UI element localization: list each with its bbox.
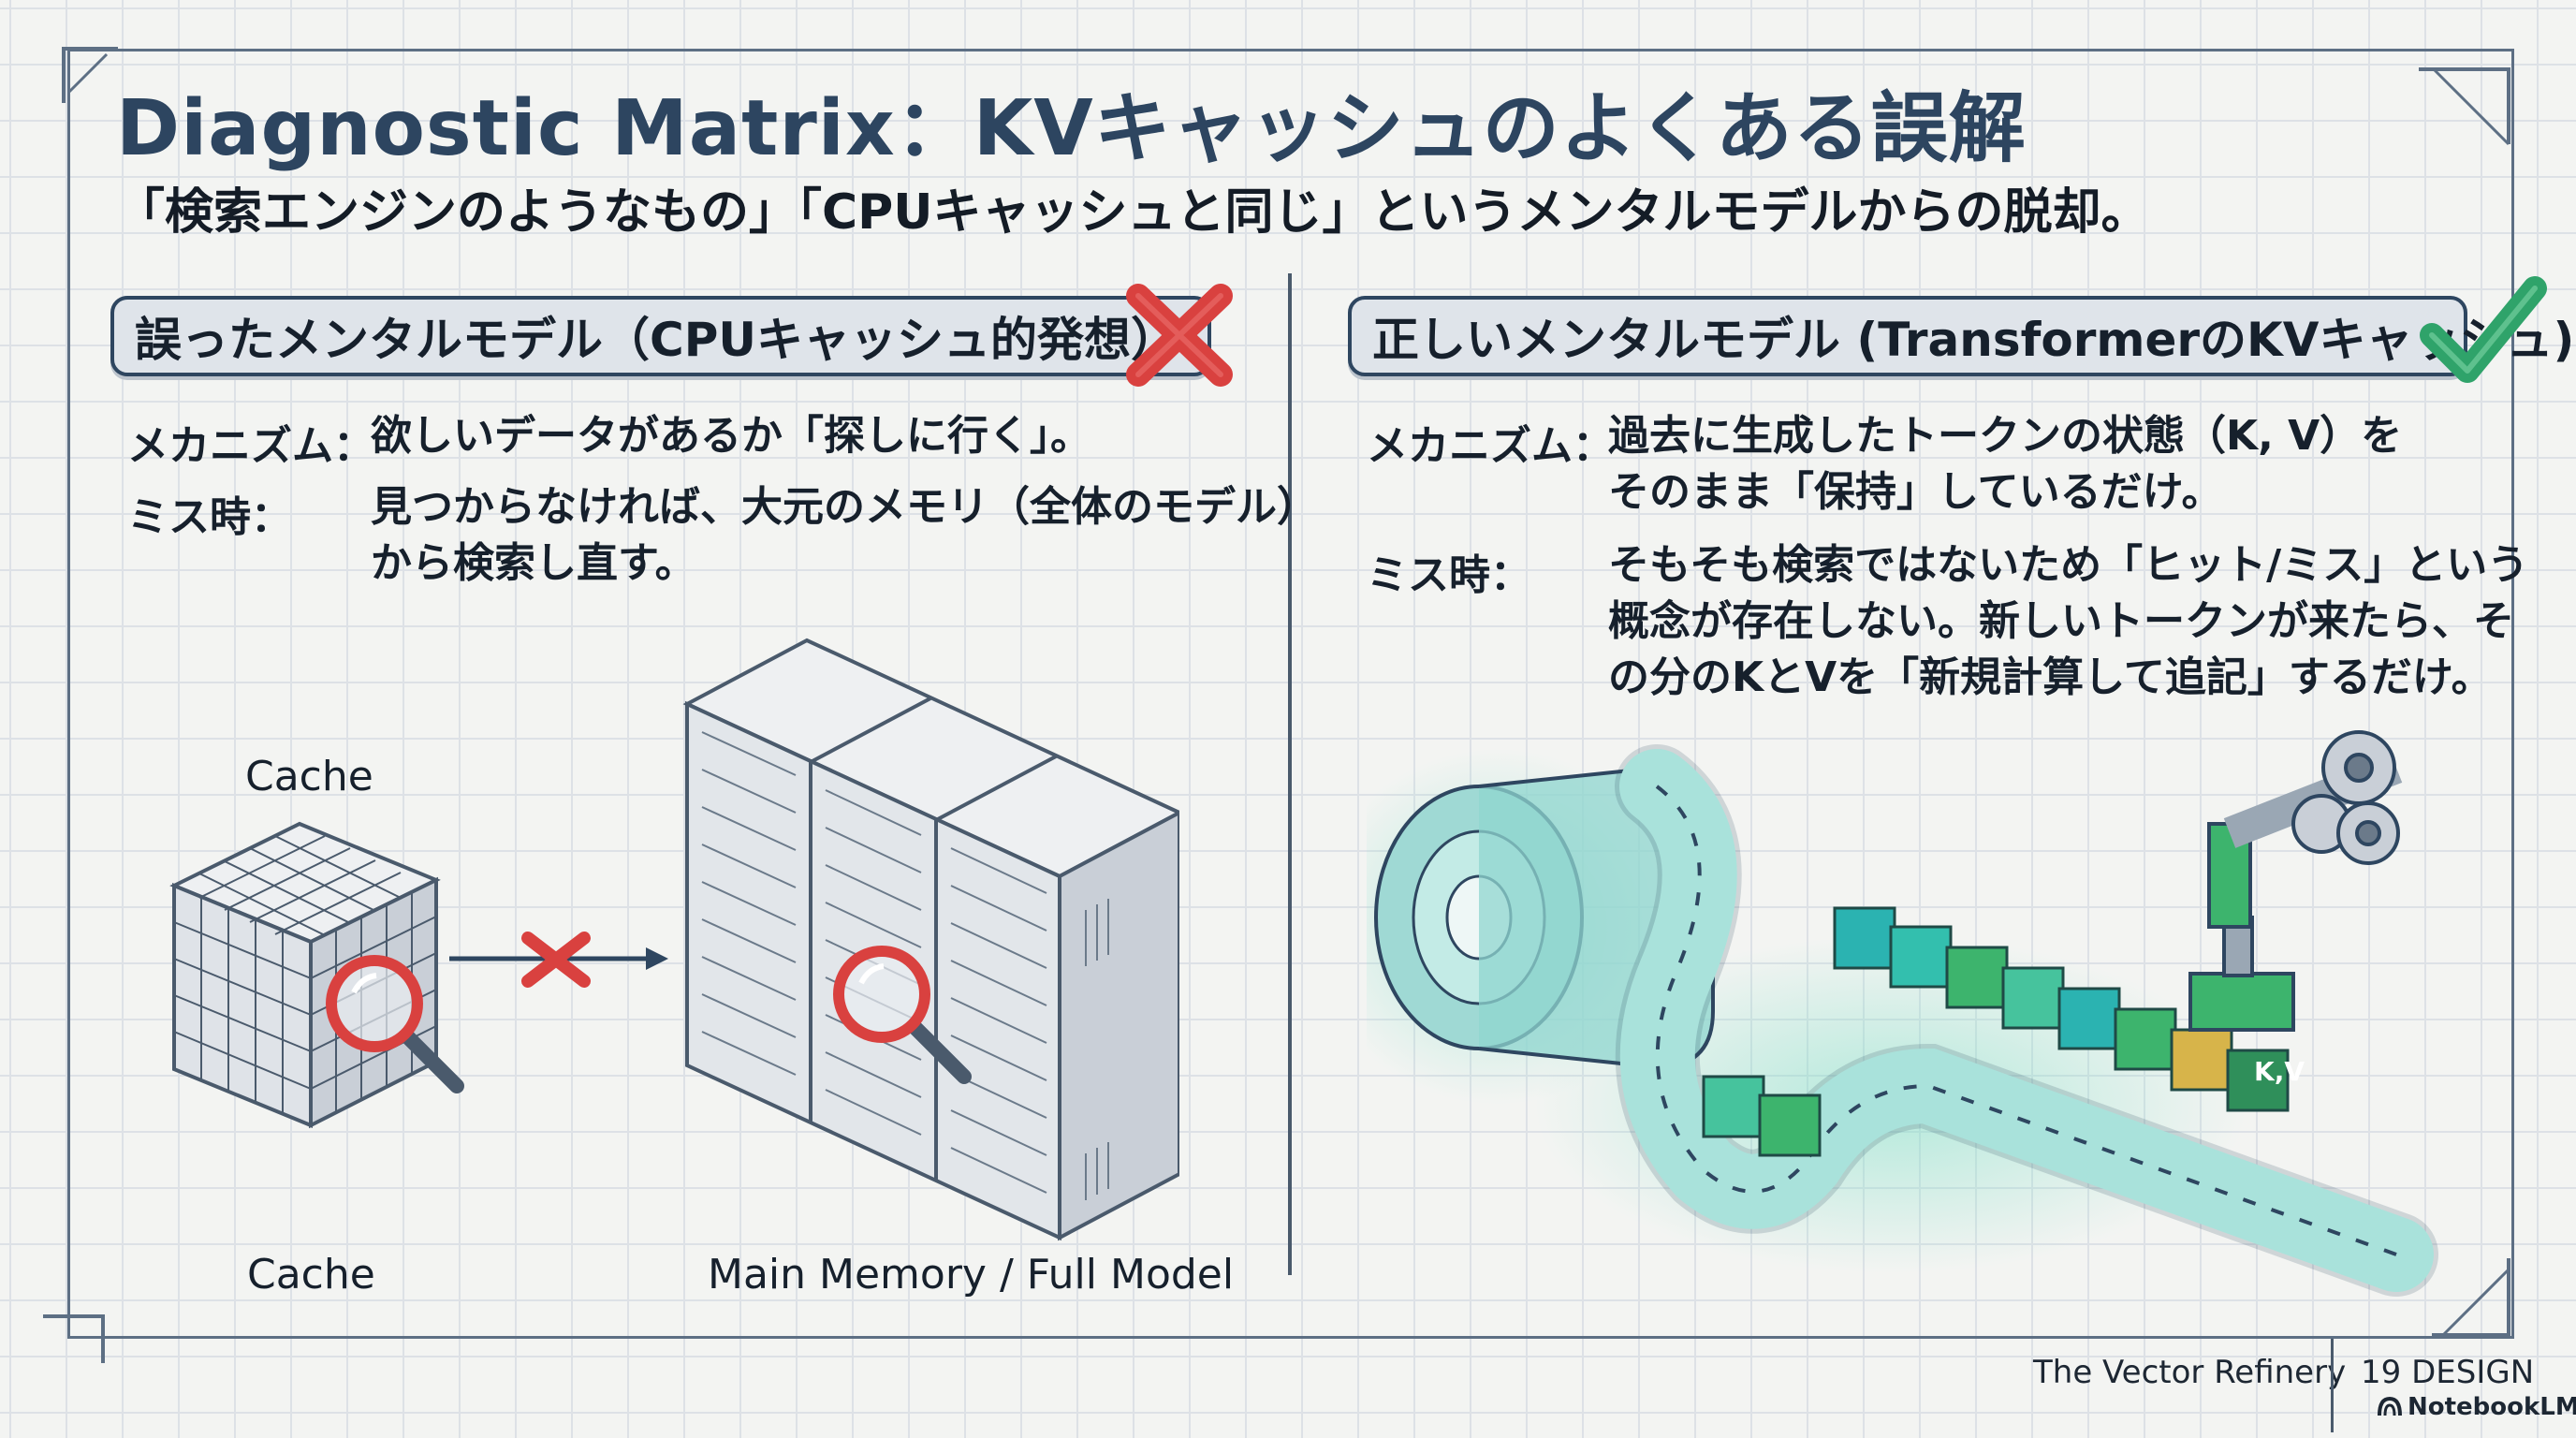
correct-model-banner: 正しいメンタルモデル (TransformerのKVキャッシュ) xyxy=(1348,296,2574,376)
right-miss-line-2: 概念が存在しない。新しいトークンが来たら、そ xyxy=(1608,597,2514,645)
footer-divider xyxy=(2331,1339,2334,1432)
left-miss-line-2: から検索し直す。 xyxy=(371,539,696,587)
column-divider xyxy=(1288,273,1292,1275)
blocked-arrow xyxy=(446,0,680,75)
corner-bracket-top-right xyxy=(2419,67,2510,146)
slide-frame xyxy=(67,49,2514,1339)
wrong-model-banner: 誤ったメンタルモデル（CPUキャッシュ的発想） xyxy=(110,296,1211,376)
magnifier-icon xyxy=(326,955,464,1093)
film-reel-conveyor-illustration xyxy=(1367,730,2438,1297)
corner-bracket-bottom-left xyxy=(43,1314,105,1363)
wrong-model-banner-label: 誤ったメンタルモデル（CPUキャッシュ的発想） xyxy=(135,313,1178,367)
cache-label-bottom: Cache xyxy=(247,1251,375,1299)
page-title: Diagnostic Matrix：KVキャッシュのよくある誤解 xyxy=(116,84,2027,173)
right-mechanism-label: メカニズム： xyxy=(1367,422,1614,470)
left-mechanism-text: 欲しいデータがあるか「探しに行く」。 xyxy=(371,412,1091,460)
blocked-arrow-line xyxy=(449,932,668,988)
left-miss-line-1: 見つからなければ、大元のメモリ（全体のモデル） xyxy=(371,483,1318,531)
right-mechanism-line-1: 過去に生成したトークンの状態（K, V）を xyxy=(1608,412,2403,460)
left-miss-label: ミス時： xyxy=(127,493,292,541)
footer-design: 19 DESIGN xyxy=(2361,1354,2535,1391)
left-mechanism-label: メカニズム： xyxy=(127,422,374,470)
right-miss-line-1: そもそも検索ではないため「ヒット/ミス」という xyxy=(1608,541,2529,589)
right-miss-line-3: の分のKとVを「新規計算して追記」するだけ。 xyxy=(1608,653,2493,701)
cache-label-top: Cache xyxy=(245,753,373,800)
kv-block-label: K,V xyxy=(2254,1056,2305,1087)
correct-model-banner-label: 正しいメンタルモデル (TransformerのKVキャッシュ) xyxy=(1372,313,2575,367)
cache-cube-illustration xyxy=(169,821,441,1129)
footer-brand: The Vector Refinery xyxy=(2033,1354,2347,1391)
right-miss-label: ミス時： xyxy=(1367,551,1531,599)
corner-bracket-top-left xyxy=(62,47,118,103)
right-mechanism-line-2: そのまま「保持」しているだけ。 xyxy=(1608,468,2223,516)
check-mark-icon xyxy=(2420,276,2547,383)
x-mark-icon xyxy=(1126,284,1233,387)
footer-notebook: NotebookLM xyxy=(2408,1393,2576,1421)
page-subtitle: 「検索エンジンのようなもの」「CPUキャッシュと同じ」というメンタルモデルからの… xyxy=(116,184,2150,241)
server-magnifier-icon xyxy=(833,946,972,1084)
notebooklm-logo-icon xyxy=(2378,1396,2402,1416)
main-memory-label: Main Memory / Full Model xyxy=(708,1251,1235,1299)
corner-bracket-bottom-right xyxy=(2432,1258,2510,1337)
